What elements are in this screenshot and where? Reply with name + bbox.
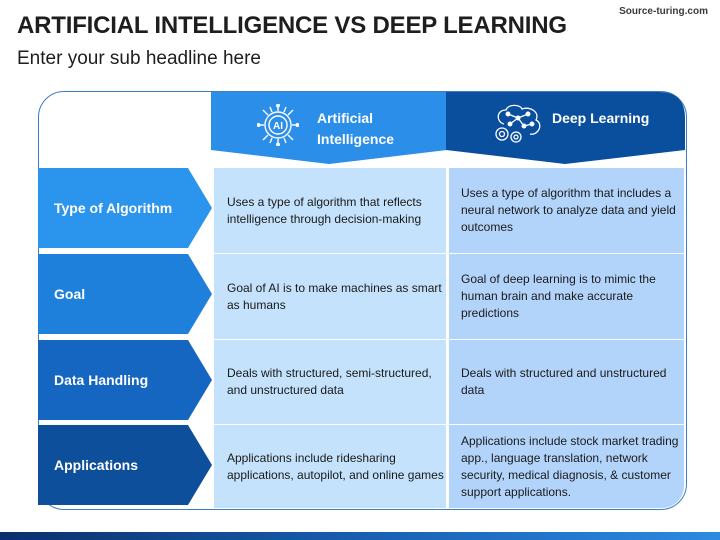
- row-arrow-shape: [38, 254, 212, 334]
- row-label-text: Goal: [54, 286, 86, 302]
- row-arrow-shape: [38, 425, 212, 505]
- svg-text:AI: AI: [273, 121, 283, 132]
- cell-ai-goal: Goal of AI is to make machines as smart …: [214, 254, 446, 339]
- ai-chip-icon: AI: [257, 104, 299, 146]
- row-label-goal: Goal: [38, 254, 212, 334]
- row-label-text: Applications: [54, 457, 139, 473]
- brain-gears-icon: [495, 104, 541, 143]
- column-header-ai-shape: [211, 92, 447, 164]
- cell-ai-applications: Applications include ridesharing applica…: [214, 425, 446, 508]
- column-label-ai: Artificial Intelligence: [317, 110, 395, 147]
- bottom-accent-bar: [0, 532, 720, 540]
- column-header-ai: AI Artificial Intelligence: [211, 92, 447, 164]
- page-subtitle: Enter your sub headline here: [17, 48, 261, 69]
- row-label-type-of-algorithm: Type of Algorithm: [38, 168, 212, 248]
- cell-ai-data-handling: Deals with structured, semi-structured, …: [214, 340, 446, 424]
- row-arrow-shape: [38, 340, 212, 420]
- row-arrow-shape: [38, 168, 212, 248]
- column-header-dl: Deep Learning: [446, 92, 685, 164]
- column-label-dl: Deep Learning: [552, 110, 650, 126]
- row-label-text: Data Handling: [54, 372, 149, 388]
- row-label-text: Type of Algorithm: [54, 200, 173, 216]
- page-title: ARTIFICIAL INTELLIGENCE VS DEEP LEARNING: [17, 12, 567, 39]
- cell-ai-type-of-algorithm: Uses a type of algorithm that reflects i…: [214, 168, 446, 253]
- cell-dl-goal: Goal of deep learning is to mimic the hu…: [449, 254, 684, 339]
- row-label-data-handling: Data Handling: [38, 340, 212, 420]
- cell-dl-type-of-algorithm: Uses a type of algorithm that includes a…: [449, 168, 684, 253]
- watermark: Source-turing.com: [619, 6, 708, 17]
- cell-dl-applications: Applications include stock market tradin…: [449, 425, 684, 508]
- row-label-applications: Applications: [38, 425, 212, 505]
- cell-dl-data-handling: Deals with structured and unstructured d…: [449, 340, 684, 424]
